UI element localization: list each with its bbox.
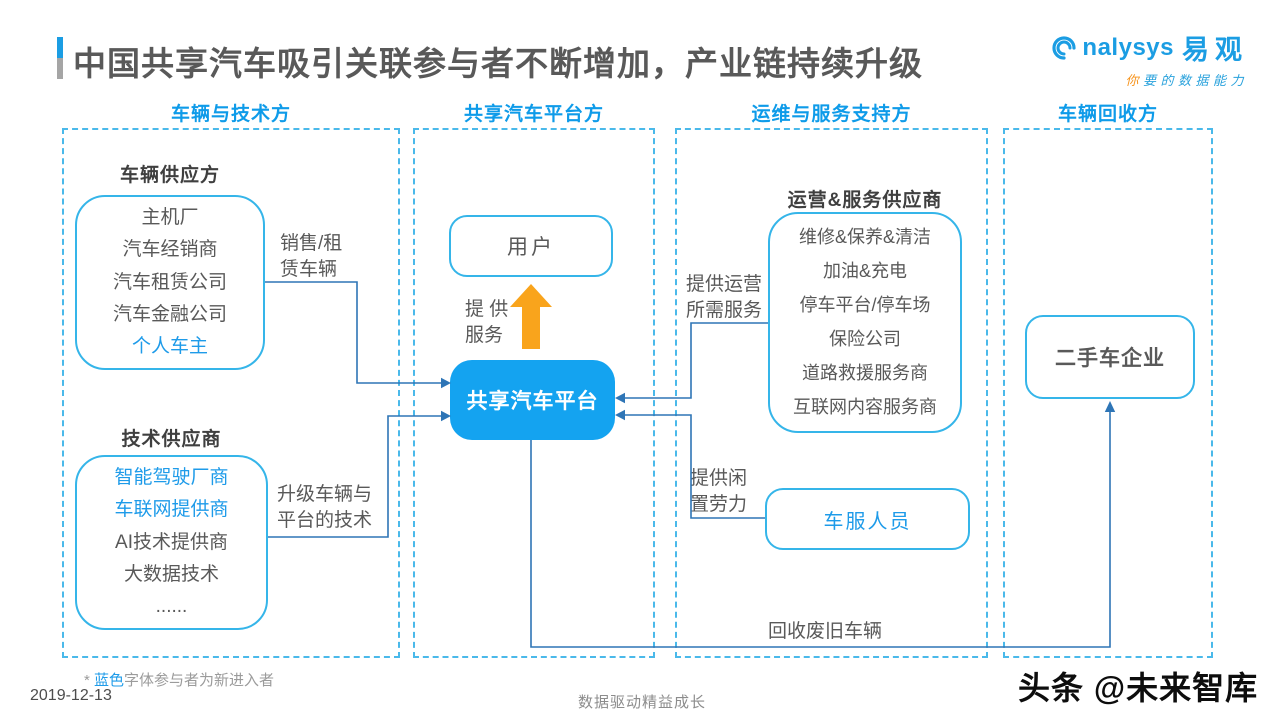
column-header-recycle: 车辆回收方: [1057, 104, 1158, 125]
list-item: 汽车金融公司: [112, 303, 227, 325]
footnote-blue-word: 蓝色: [94, 672, 125, 689]
list-item: AI技术提供商: [115, 531, 228, 553]
list-item: 保险公司: [829, 329, 901, 350]
edge-label-sell-lease: 销售/租 赁车辆: [280, 231, 342, 282]
list-item: 互联网内容服务商: [793, 397, 937, 418]
logo-text-cn: 易观: [1182, 35, 1248, 65]
footnote-star: *: [84, 672, 95, 689]
list-item: 汽车租赁公司: [112, 271, 227, 293]
tagline-first-char: 你: [1125, 73, 1143, 88]
analysys-logo: nalysys 易观 你要的数据能力: [1050, 28, 1248, 89]
logo-text-en: nalysys: [1082, 33, 1174, 61]
report-date: 2019-12-13: [30, 687, 112, 704]
list-item: 道路救援服务商: [802, 363, 928, 384]
edge-label-line: 提 供: [465, 299, 509, 320]
edge-label-line: 赁车辆: [280, 258, 338, 280]
edge-label-upgrade-tech: 升级车辆与 平台的技术: [277, 482, 372, 533]
lane-recycle: [1003, 128, 1213, 658]
footnote-rest: 字体参与者为新进入者: [124, 672, 275, 689]
ops-supply-box: 维修&保养&清洁 加油&充电 停车平台/停车场 保险公司 道路救援服务商 互联网…: [768, 212, 962, 433]
lane-vehicle-tech: [62, 128, 400, 658]
edge-label-idle-labor: 提供闲 置劳力: [690, 466, 747, 517]
logo-tagline: 你要的数据能力: [1050, 70, 1248, 89]
list-item-new-entrant: 车联网提供商: [114, 499, 229, 521]
tech-supply-title: 技术供应商: [121, 429, 222, 450]
list-item: 维修&保养&清洁: [798, 227, 931, 248]
tech-supply-box: 智能驾驶厂商 车联网提供商 AI技术提供商 大数据技术 ......: [75, 455, 268, 630]
watermark: 头条 @未来智库: [1018, 670, 1259, 706]
new-entrant-footnote: * 蓝色字体参与者为新进入者: [84, 669, 274, 690]
edge-label-line: 升级车辆与: [277, 484, 373, 505]
edge-label-line: 提供运营: [686, 274, 763, 295]
edge-label-recycle: 回收废旧车辆: [768, 621, 883, 642]
vehicle-supply-box: 主机厂 汽车经销商 汽车租赁公司 汽车金融公司 个人车主: [75, 195, 265, 370]
edge-label-line: 所需服务: [686, 299, 763, 321]
platform-node: 共享汽车平台: [450, 360, 615, 440]
user-node: 用户: [449, 215, 613, 277]
user-label: 用户: [507, 236, 555, 259]
edge-label-line: 销售/租: [280, 233, 343, 254]
list-item: 停车平台/停车场: [799, 295, 931, 316]
edge-label-line: 平台的技术: [277, 509, 373, 531]
edge-label-line: 服务: [465, 324, 504, 346]
list-item: 加油&充电: [822, 261, 907, 282]
service-staff-label: 车服人员: [823, 510, 912, 533]
column-header-ops-support: 运维与服务支持方: [751, 104, 912, 125]
edge-label-line: 置劳力: [690, 493, 748, 515]
tagline-rest: 要的数据能力: [1142, 73, 1248, 88]
edge-label-line: 提供闲: [690, 468, 748, 489]
column-header-vehicle-tech: 车辆与技术方: [170, 104, 291, 125]
edge-label-provide-service: 提 供 服务: [465, 297, 508, 348]
list-item: 汽车经销商: [122, 239, 218, 261]
page-title: 中国共享汽车吸引关联参与者不断增加，产业链持续升级: [73, 45, 923, 82]
list-item: 主机厂: [141, 207, 199, 229]
used-car-label: 二手车企业: [1055, 347, 1165, 370]
title-accent-bar: [57, 37, 63, 79]
ops-supply-title: 运营&服务供应商: [787, 190, 943, 211]
platform-label: 共享汽车平台: [466, 390, 599, 413]
analysys-swirl-icon: [1052, 35, 1077, 60]
service-staff-node: 车服人员: [765, 488, 970, 550]
list-item: ......: [155, 595, 188, 617]
edge-label-ops-service: 提供运营 所需服务: [686, 272, 762, 323]
column-header-platform: 共享汽车平台方: [463, 104, 604, 125]
vehicle-supply-title: 车辆供应方: [119, 165, 220, 186]
footer-slogan: 数据驱动精益成长: [578, 694, 707, 711]
list-item: 大数据技术: [123, 563, 219, 585]
list-item-new-entrant: 个人车主: [131, 335, 208, 357]
used-car-node: 二手车企业: [1025, 315, 1195, 399]
list-item-new-entrant: 智能驾驶厂商: [114, 467, 229, 489]
